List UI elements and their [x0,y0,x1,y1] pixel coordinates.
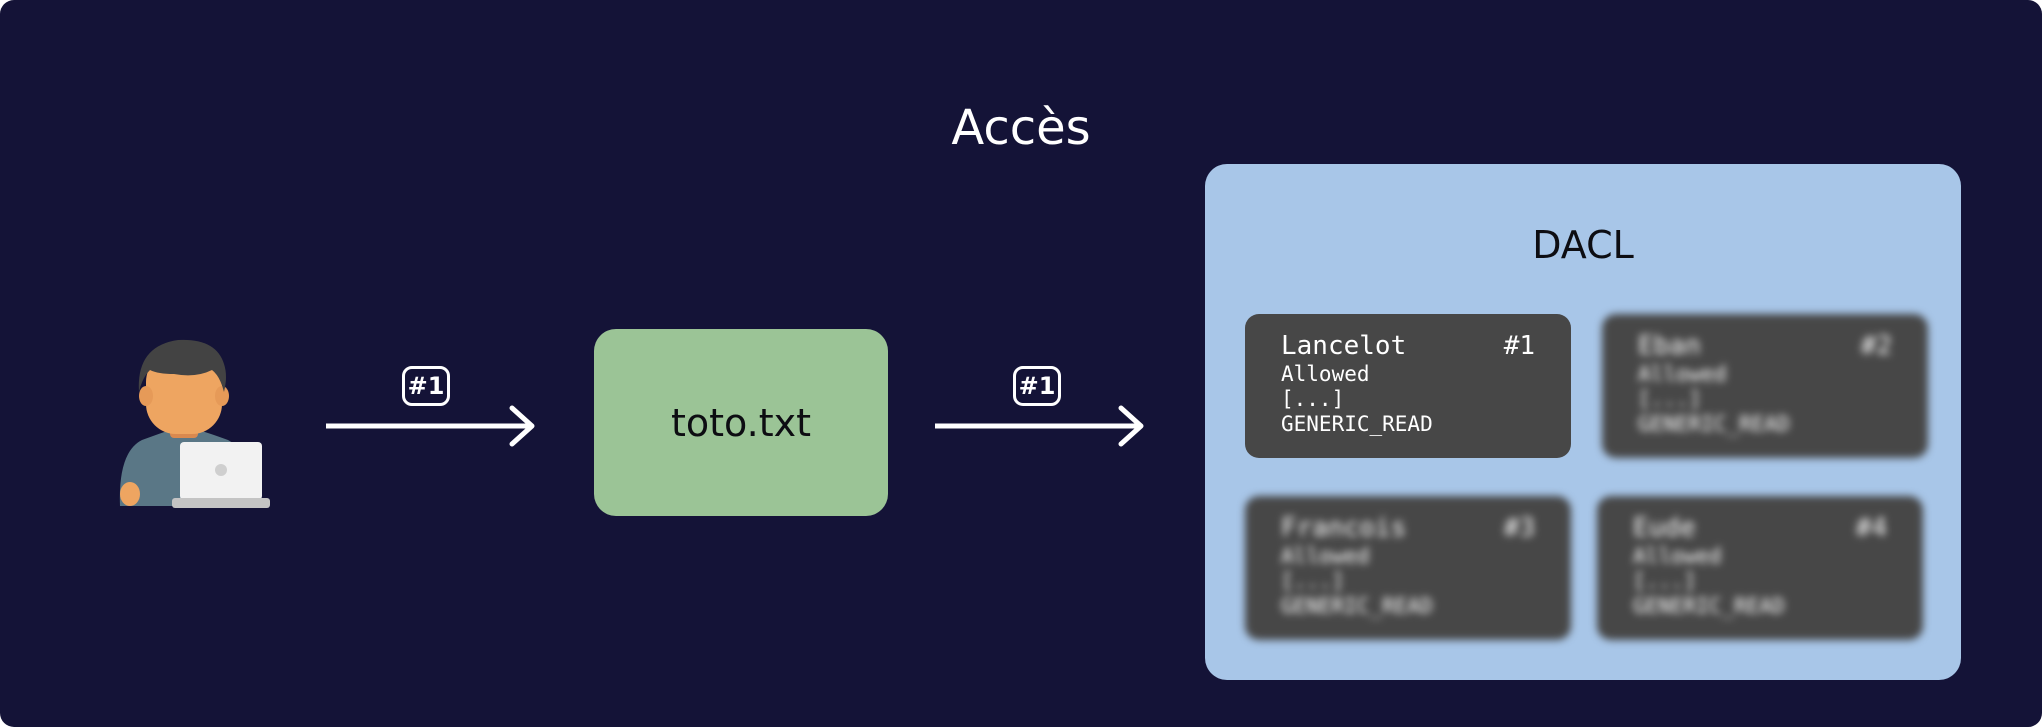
arrow-file-to-dacl: #1 [935,366,1145,456]
ace-ellipsis: [...] [1281,387,1345,411]
ace-right: GENERIC_READ [1281,412,1433,436]
ace-type: Allowed [1281,362,1370,386]
diagram-title: Accès [951,100,1091,156]
ace-entry: Lancelot #1 Allowed [...] GENERIC_READ [1245,314,1571,458]
ace-name: Eban [1638,331,1701,361]
ace-right: GENERIC_READ [1633,594,1785,618]
arrow-label-badge: #1 [1013,366,1061,406]
person-with-laptop-icon [112,334,272,510]
ace-ellipsis: [...] [1638,387,1702,411]
ace-index: #1 [1503,331,1535,361]
file-name: toto.txt [671,400,811,445]
dacl-panel: DACL Lancelot #1 Allowed [...] GENERIC_R… [1205,164,1961,680]
ace-right: GENERIC_READ [1281,594,1433,618]
ace-type: Allowed [1638,362,1727,386]
ace-type: Allowed [1281,544,1370,568]
ace-name: Eude [1633,513,1696,543]
ace-ellipsis: [...] [1633,569,1697,593]
ace-entry-blurred: Francois #3 Allowed [...] GENERIC_READ [1245,496,1571,640]
arrow-right-icon [935,405,1144,447]
ace-index: #3 [1503,513,1535,543]
arrow-user-to-file: #1 [326,366,536,456]
arrow-right-icon [326,405,535,447]
ace-ellipsis: [...] [1281,569,1345,593]
file-box: toto.txt [594,329,888,516]
ace-name: Lancelot [1281,331,1407,361]
ace-right: GENERIC_READ [1638,412,1790,436]
ace-entry-blurred: Eude #4 Allowed [...] GENERIC_READ [1597,496,1923,640]
dacl-title: DACL [1532,223,1634,267]
ace-entry-blurred: Eban #2 Allowed [...] GENERIC_READ [1602,314,1928,458]
arrow-label-badge: #1 [402,366,450,406]
ace-name: Francois [1281,513,1407,543]
ace-index: #2 [1860,331,1892,361]
ace-type: Allowed [1633,544,1722,568]
ace-index: #4 [1855,513,1887,543]
